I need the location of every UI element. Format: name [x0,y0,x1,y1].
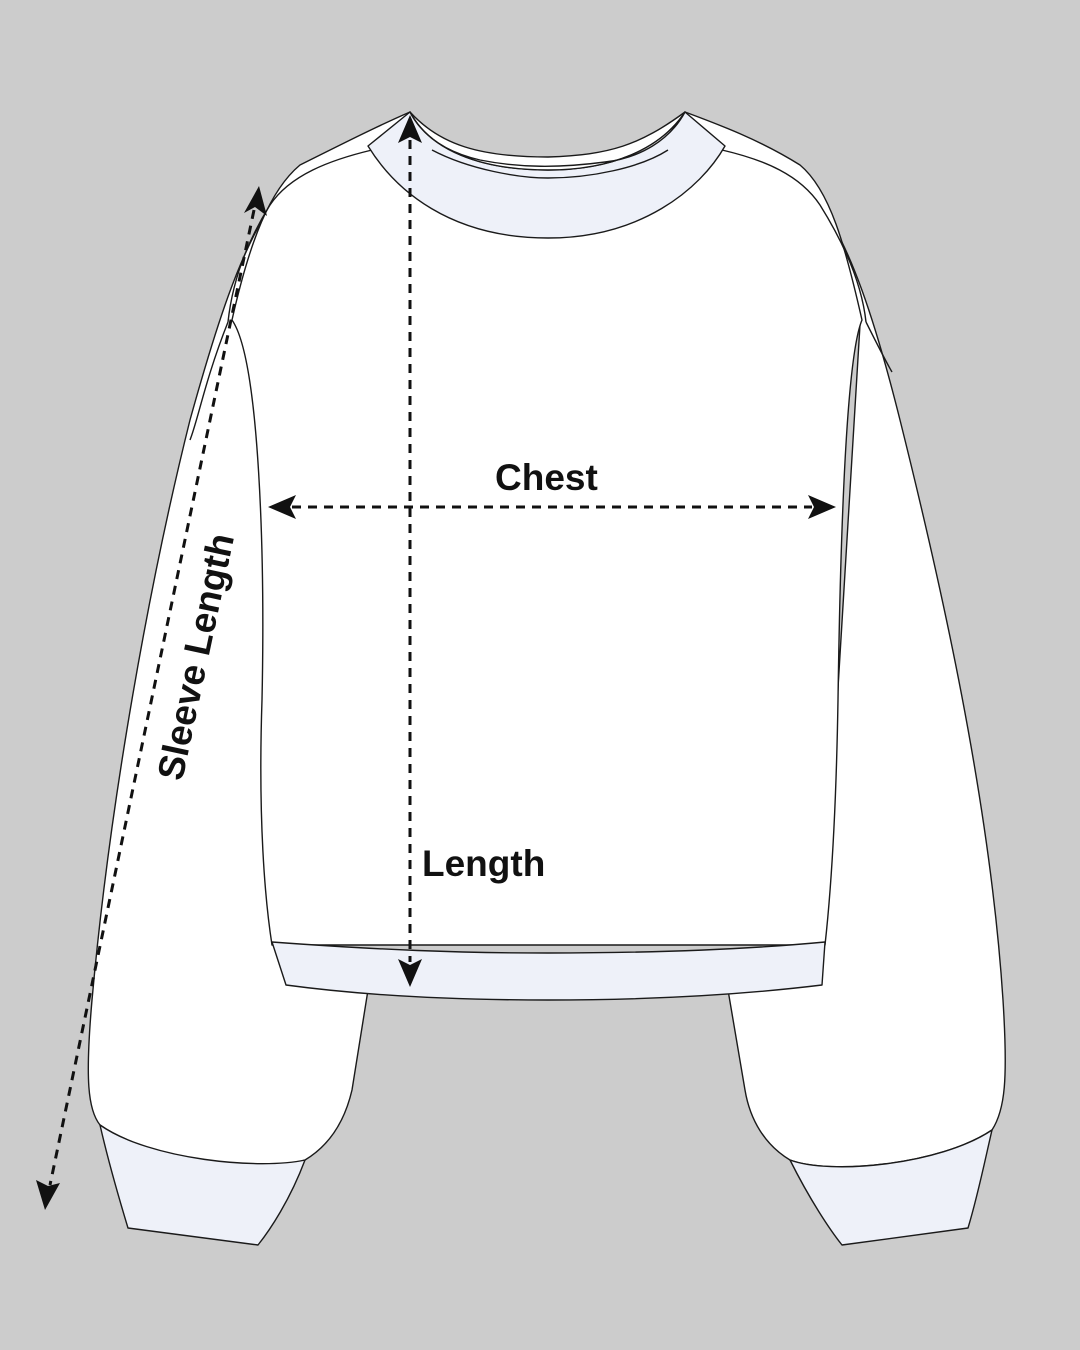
hem-rib [271,941,826,1001]
length-measurement [398,115,422,987]
chest-label: Chest [495,457,598,498]
right-sleeve-seam [865,321,893,373]
right-raglan-seam [721,149,867,323]
length-label: Length [422,843,545,884]
left-cuff [99,1124,306,1246]
right-cuff [789,1129,993,1246]
collar-inner-seam [431,149,669,179]
chest-measurement [268,495,836,519]
left-sleeve-seam [189,321,229,441]
collar-inner [409,111,686,171]
sleeve-length-measurement [36,186,267,1210]
left-raglan-seam [227,149,373,323]
